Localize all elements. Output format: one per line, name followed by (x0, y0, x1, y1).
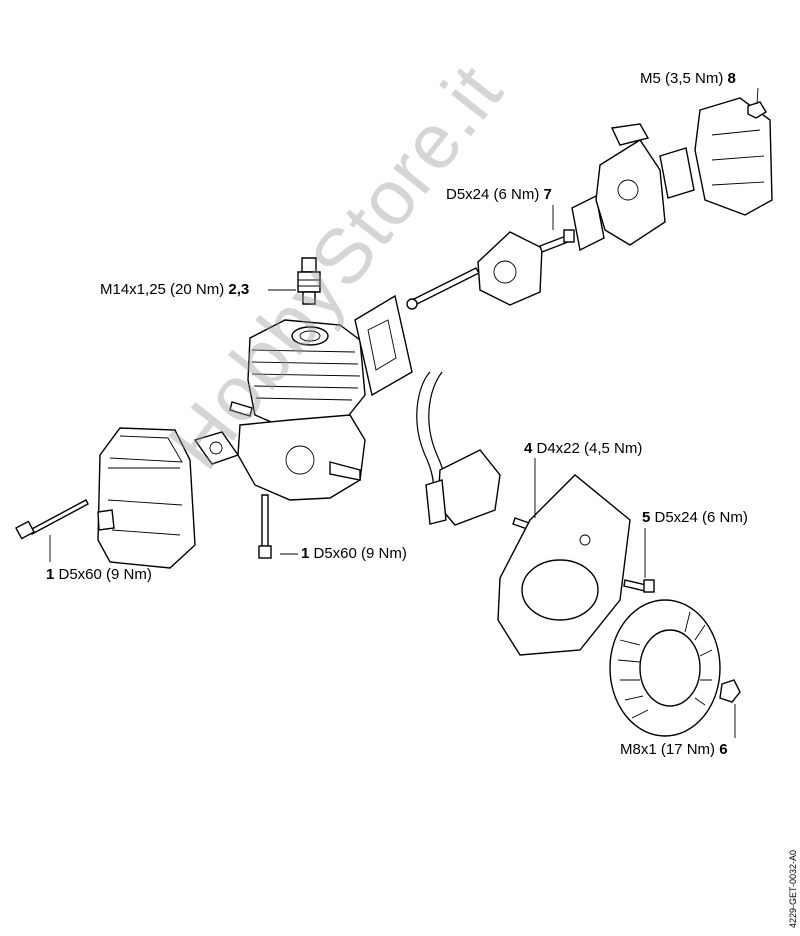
spark-plug (297, 257, 321, 305)
screw-d5x24-right (623, 579, 655, 593)
label-text: D5x24 (6 Nm) (446, 186, 544, 203)
intake-manifold (477, 231, 543, 306)
label-number: 1 (301, 545, 310, 562)
label-spark-plug: M14x1,25 (20 Nm) 2,3 (100, 281, 249, 299)
screw-d5x60-center (258, 494, 272, 559)
long-bolt (406, 267, 480, 310)
crankcase (229, 401, 366, 501)
label-d5x24-right: 5 D5x24 (6 Nm) (642, 509, 748, 527)
label-text: M8x1 (17 Nm) (620, 741, 720, 758)
label-text: D4x22 (4,5 Nm) (532, 440, 643, 457)
label-text: D5x60 (9 Nm) (309, 545, 407, 562)
label-d4x22: 4 D4x22 (4,5 Nm) (524, 440, 642, 458)
label-text: M5 (3,5 Nm) (640, 70, 728, 87)
label-text: M14x1,25 (20 Nm) (100, 281, 229, 298)
label-number: 2,3 (228, 281, 250, 298)
label-m8-nut: M8x1 (17 Nm) 6 (620, 741, 728, 759)
screw-d5x24-top (539, 229, 575, 253)
label-number: 4 (524, 440, 533, 457)
carburetor-gasket (571, 147, 695, 252)
cylinder (247, 319, 366, 431)
drawing-code: 4229-GET-0032-A0 (788, 849, 798, 928)
nut-m8 (719, 679, 741, 703)
label-text: D5x60 (9 Nm) (54, 566, 152, 583)
air-filter-cover (694, 97, 773, 216)
screw-d5x60-left (15, 499, 89, 540)
nut-m5 (747, 101, 767, 119)
label-m5-nut: M5 (3,5 Nm) 8 (640, 70, 736, 88)
fan-housing (497, 474, 631, 656)
label-number: 7 (543, 186, 552, 203)
label-number: 6 (719, 741, 728, 758)
label-d5x60-left: 1 D5x60 (9 Nm) (46, 566, 152, 584)
flywheel (609, 599, 721, 737)
label-number: 8 (727, 70, 736, 87)
leader-lines (49, 87, 759, 738)
label-d5x60-center: 1 D5x60 (9 Nm) (301, 545, 407, 563)
muffler (97, 427, 196, 569)
ignition-module (425, 449, 501, 526)
intake-gasket (354, 294, 413, 397)
label-text: D5x24 (6 Nm) (650, 509, 748, 526)
label-number: 5 (642, 509, 651, 526)
carburetor (595, 123, 666, 246)
label-number: 1 (46, 566, 55, 583)
label-d5x24-top: D5x24 (6 Nm) 7 (446, 186, 552, 204)
